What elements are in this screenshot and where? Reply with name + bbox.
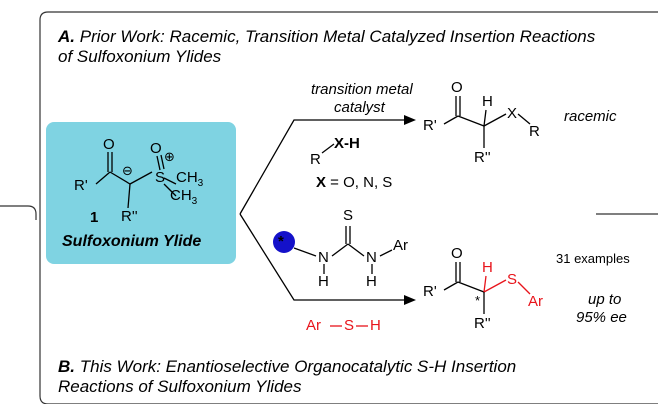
reaction-arrows (239, 119, 410, 301)
section-a-letter: A. (58, 27, 75, 46)
ylide-box (46, 122, 236, 264)
reagent-bond (321, 143, 335, 154)
top-product-r-double-prime: R'' (474, 149, 491, 166)
top-condition-line1: transition metal (311, 81, 413, 98)
ylide-carbonyl-o: O (103, 136, 115, 153)
section-a-title: Prior Work: Racemic, Transition Metal Ca… (79, 27, 596, 46)
ylide-ch3-bottom: CH3 (170, 187, 198, 207)
bottom-product-s: S (507, 271, 518, 288)
section-b-title: This Work: Enantioselective Organocataly… (79, 357, 517, 376)
ylide-bonds (95, 152, 177, 209)
top-arrowhead (404, 115, 416, 125)
reagent-xh: X-H (334, 135, 360, 152)
outcome-racemic: racemic (564, 108, 617, 125)
catalyst-star-circle (273, 231, 295, 253)
top-product-r-prime: R' (423, 117, 437, 134)
section-b-title-line2: Reactions of Sulfoxonium Ylides (58, 377, 302, 396)
ylide-r-double-prime: R'' (121, 208, 138, 225)
compound-number: 1 (90, 209, 99, 226)
x-definition: X = O, N, S (316, 174, 393, 191)
ylide-plus-charge: ⊕ (164, 149, 175, 164)
ylide-sulfoxide-o: O (150, 140, 162, 157)
bottom-product-h: H (482, 259, 493, 276)
bottom-product-r-double-prime: R'' (474, 315, 491, 332)
frame-left-bracket (0, 205, 37, 220)
ylide-label: Sulfoxonium Ylide (62, 233, 202, 250)
ylide-r-prime: R' (74, 177, 88, 194)
ylide-ch3-top: CH3 (176, 169, 204, 189)
reagent-r: R (310, 151, 321, 168)
bottom-arrowhead (404, 295, 416, 305)
section-b-letter: B. (58, 357, 75, 376)
top-product-o: O (451, 79, 463, 96)
ee-line2: 95% ee (576, 309, 627, 326)
frame-top (39, 11, 658, 214)
bottom-product-o: O (451, 245, 463, 262)
thiol-h: H (370, 317, 381, 334)
top-product-r: R (529, 123, 540, 140)
ee-line1: up to (588, 291, 622, 308)
section-a-title-line2: of Sulfoxonium Ylides (58, 47, 222, 66)
bottom-product-ar: Ar (528, 293, 543, 310)
bottom-product-bonds (443, 262, 531, 314)
catalyst-star: * (278, 233, 284, 250)
catalyst-bonds (293, 226, 393, 274)
top-product-x: X (507, 105, 518, 122)
top-product-bonds (443, 96, 531, 148)
catalyst-s: S (343, 207, 354, 224)
thiol-ar: Ar (306, 317, 321, 334)
section-a-title-line1: A. Prior Work: Racemic, Transition Metal… (58, 28, 595, 45)
top-condition-line2: catalyst (334, 99, 385, 116)
thiol-s: S (344, 317, 355, 334)
ylide-s: S (155, 169, 166, 186)
catalyst-n2: N (366, 249, 377, 266)
catalyst-h2: H (366, 273, 377, 290)
ylide-minus-charge: ⊖ (122, 163, 133, 178)
top-product-h: H (482, 93, 493, 110)
bottom-product-r-prime: R' (423, 283, 437, 300)
catalyst-ar: Ar (393, 237, 408, 254)
bottom-product-stereocenter: * (475, 293, 481, 308)
catalyst-n1: N (318, 249, 329, 266)
section-b-title-line1: B. This Work: Enantioselective Organocat… (58, 358, 516, 375)
catalyst-h1: H (318, 273, 329, 290)
examples-count: 31 examples (556, 251, 630, 266)
